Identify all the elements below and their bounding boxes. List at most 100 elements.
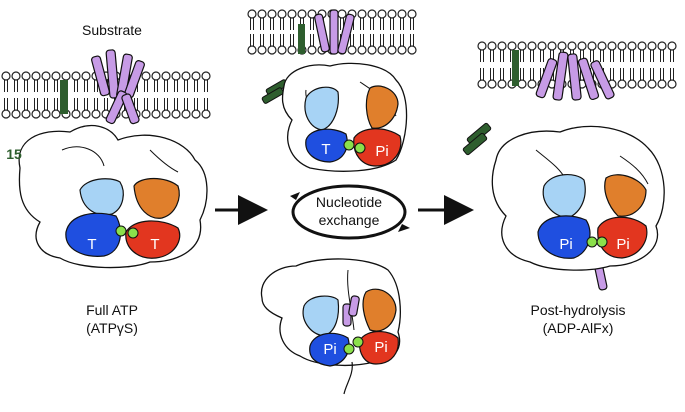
- lipid-head: [1, 109, 11, 119]
- lipid-head: [377, 45, 387, 55]
- left-blue-state: T: [87, 236, 96, 253]
- lipid-head: [497, 41, 507, 51]
- lipid-head: [507, 41, 517, 51]
- right-red-state: Pi: [616, 236, 629, 253]
- nucleotide-left-b: [127, 227, 139, 239]
- lipid-head: [247, 45, 257, 55]
- substrate-label: Substrate: [82, 22, 142, 38]
- lipid-head: [307, 45, 317, 55]
- lipid-head: [487, 41, 497, 51]
- exchange-label-2: exchange: [318, 212, 380, 228]
- lipid-head: [277, 9, 287, 19]
- lipid-head: [357, 9, 367, 19]
- lipid-head: [41, 109, 51, 119]
- lipid-head: [477, 79, 487, 89]
- lipid-head: [171, 109, 181, 119]
- lipid-head: [517, 41, 527, 51]
- lipid-head: [397, 9, 407, 19]
- lipid-head: [627, 41, 637, 51]
- helix-number-label: 15: [6, 146, 22, 162]
- lipid-head: [567, 41, 577, 51]
- post-hydrolysis-label-2: (ADP-AlFx): [542, 320, 614, 336]
- lipid-head: [161, 109, 171, 119]
- lipid-head: [21, 71, 31, 81]
- lipid-head: [31, 109, 41, 119]
- lipid-head: [667, 79, 677, 89]
- lipid-head: [367, 45, 377, 55]
- lipid-head: [607, 41, 617, 51]
- midbottom-red-state: Pi: [374, 339, 387, 356]
- lipid-head: [527, 41, 537, 51]
- lipid-head: [357, 45, 367, 55]
- nucleotide-left-a: [115, 225, 127, 237]
- lipid-head: [647, 79, 657, 89]
- right-blue-state: Pi: [559, 236, 572, 253]
- lipid-head: [21, 109, 31, 119]
- lipid-head: [71, 71, 81, 81]
- lipid-head: [577, 41, 587, 51]
- lipid-head: [537, 41, 547, 51]
- lipid-head: [81, 71, 91, 81]
- lipid-head: [337, 9, 347, 19]
- lipid-head: [517, 79, 527, 89]
- lipid-head: [387, 45, 397, 55]
- lipid-head: [181, 109, 191, 119]
- lipid-head: [257, 9, 267, 19]
- lipid-head: [267, 45, 277, 55]
- tm-anchor-right: [512, 50, 519, 86]
- lipid-head: [31, 71, 41, 81]
- lipid-head: [367, 9, 377, 19]
- lipid-head: [497, 79, 507, 89]
- orange-domain-left: [133, 177, 180, 219]
- lipid-head: [637, 79, 647, 89]
- lipid-head: [151, 71, 161, 81]
- lipid-head: [657, 41, 667, 51]
- lipid-head: [191, 109, 201, 119]
- exchange-cycle-icon: [291, 184, 407, 240]
- tm-anchor-left: [60, 80, 68, 114]
- lipid-head: [397, 45, 407, 55]
- lipid-head: [141, 109, 151, 119]
- lipid-head: [407, 45, 417, 55]
- full-atp-label-1: Full ATP: [86, 302, 138, 318]
- lipid-head: [41, 71, 51, 81]
- lipid-head: [247, 9, 257, 19]
- mid-bottom-complex: Pi Pi: [260, 258, 401, 395]
- lipid-head: [597, 41, 607, 51]
- lipid-head: [287, 9, 297, 19]
- lipid-head: [191, 71, 201, 81]
- post-hydrolysis-label-1: Post-hydrolysis: [530, 302, 626, 318]
- lipid-head: [91, 109, 101, 119]
- lipid-head: [11, 71, 21, 81]
- lipid-head: [181, 71, 191, 81]
- lipid-head: [51, 71, 61, 81]
- midtop-green-icon: [261, 79, 288, 104]
- lipid-head: [657, 79, 667, 89]
- right-green-icon: [462, 122, 492, 156]
- left-red-state: T: [150, 236, 159, 253]
- lipid-head: [161, 71, 171, 81]
- lipid-head: [51, 109, 61, 119]
- lipid-head: [617, 79, 627, 89]
- midbottom-blue-state: Pi: [323, 341, 336, 358]
- mid-top-complex: T Pi: [247, 9, 417, 172]
- blue-domain-left: [65, 212, 122, 257]
- lipid-head: [387, 9, 397, 19]
- tm-anchor-midtop: [298, 24, 305, 54]
- lipid-head: [477, 41, 487, 51]
- lipid-head: [297, 9, 307, 19]
- lipid-head: [11, 109, 21, 119]
- lipid-head: [71, 109, 81, 119]
- lipid-head: [201, 109, 211, 119]
- lipid-head: [81, 109, 91, 119]
- lipid-head: [267, 9, 277, 19]
- lipid-head: [637, 41, 647, 51]
- lipid-head: [547, 41, 557, 51]
- exchange-label-1: Nucleotide: [315, 194, 383, 210]
- lipid-head: [61, 71, 71, 81]
- lipid-head: [1, 71, 11, 81]
- lipid-head: [287, 45, 297, 55]
- lipid-head: [141, 71, 151, 81]
- lipid-head: [171, 71, 181, 81]
